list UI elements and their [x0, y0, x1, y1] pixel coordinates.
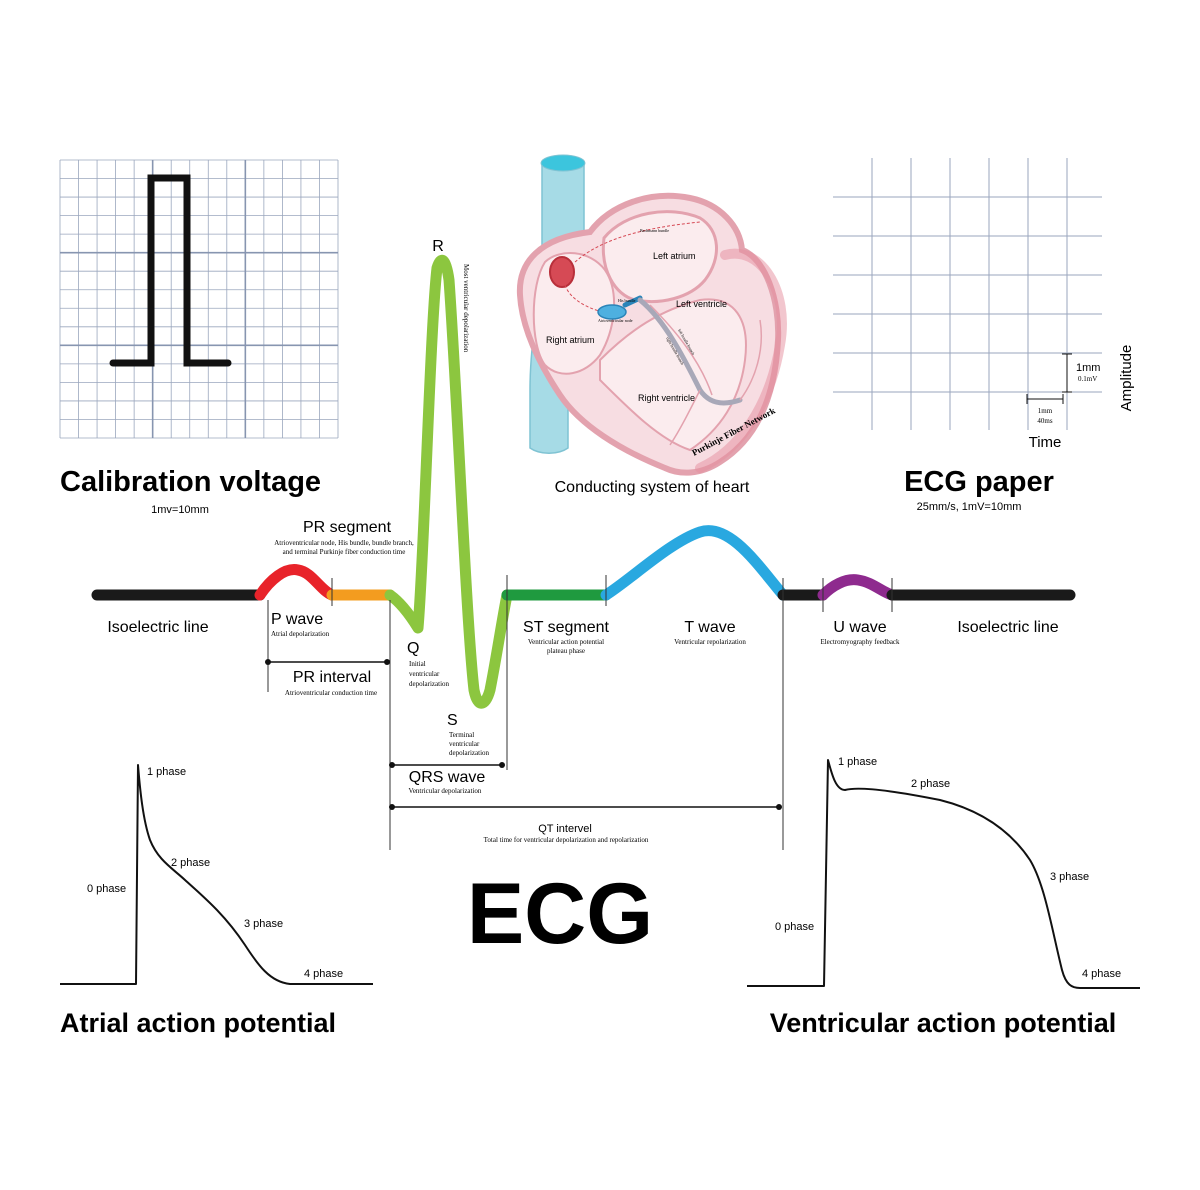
pr-interval-desc: Atrioventricular conduction time — [285, 689, 377, 697]
u-wave-title: U wave — [833, 619, 886, 636]
vena-cava-opening — [540, 154, 586, 172]
time-marker — [1026, 394, 1064, 404]
pr-interval-bracket — [265, 659, 390, 665]
ecg-main-title: ECG — [467, 866, 653, 962]
q-desc-2: ventricular — [409, 670, 440, 678]
t-wave-desc: Ventricular repolarization — [674, 638, 746, 646]
s-desc-1: Terminal — [449, 731, 474, 739]
heart-illustration: Left atrium Left ventricle Right atrium … — [516, 154, 787, 476]
left-atrium-chamber — [601, 210, 718, 304]
ecg-paper-grid: 1mm 0.1mV 1mm 40ms Time Amplitude — [833, 158, 1135, 451]
bundle-branches — [637, 297, 743, 406]
st-segment-desc-2: plateau phase — [547, 647, 585, 655]
p-wave-curve — [254, 564, 338, 601]
label-bachmann: Bachmann bundle — [640, 228, 669, 233]
left-ventricle-wall — [695, 248, 787, 473]
av-node — [597, 304, 627, 320]
atrial-title: Atrial action potential — [60, 1008, 336, 1038]
ecg-paper-title: ECG paper — [904, 466, 1054, 498]
ventricular-phase-3: 3 phase — [1050, 871, 1089, 883]
his-bundle — [622, 295, 643, 308]
r-desc: Most ventricular depolarization — [462, 264, 470, 353]
st-segment-title: ST segment — [523, 619, 610, 636]
calibration-grid — [59, 159, 339, 439]
amplitude-mm: 1mm — [1076, 362, 1100, 374]
ventricular-phase-4: 4 phase — [1082, 968, 1121, 980]
pr-segment-desc-2: and terminal Purkinje fiber conduction t… — [283, 548, 406, 556]
ventricular-phase-1: 1 phase — [838, 756, 877, 768]
atrial-phase-3: 3 phase — [244, 918, 283, 930]
segment-dividers — [267, 575, 893, 850]
pr-segment-title: PR segment — [303, 519, 392, 536]
r-label: R — [432, 238, 444, 255]
ventricle-chamber — [599, 298, 747, 452]
t-wave-curve — [600, 525, 789, 601]
s-desc-3: depolarization — [449, 749, 490, 757]
pr-interval-title: PR interval — [293, 669, 371, 686]
calibration-pulse — [109, 174, 232, 367]
s-label: S — [447, 712, 458, 729]
q-label: Q — [407, 640, 419, 657]
atrial-phase-1: 1 phase — [147, 766, 186, 778]
time-ms: 40ms — [1037, 417, 1052, 425]
sa-node — [549, 256, 575, 288]
time-axis-label: Time — [1029, 434, 1062, 451]
ventricular-title: Ventricular action potential — [770, 1008, 1117, 1038]
purkinje-lines — [649, 304, 763, 446]
label-av-node: Atrioventricular node — [598, 318, 633, 323]
amplitude-axis-label: Amplitude — [1118, 345, 1135, 412]
ventricular-phase-2: 2 phase — [911, 778, 950, 790]
st-segment-desc-1: Ventricular action potential — [528, 638, 604, 646]
qrs-desc: Ventricular depolarization — [409, 787, 482, 795]
atrial-phase-4: 4 phase — [304, 968, 343, 980]
atrial-ap-curve — [60, 764, 373, 985]
p-wave-title: P wave — [271, 611, 323, 628]
amplitude-marker — [1062, 353, 1072, 393]
time-mm: 1mm — [1038, 407, 1053, 415]
label-right-atrium: Right atrium — [546, 335, 595, 345]
p-wave-desc: Atrial depolarization — [271, 630, 330, 638]
calibration-subtitle: 1mv=10mm — [151, 504, 209, 516]
ventricular-ap-curve — [747, 759, 1140, 989]
qt-bracket — [389, 804, 782, 810]
ventricular-phase-0: 0 phase — [775, 921, 814, 933]
qrs-title: QRS wave — [409, 769, 486, 786]
ecg-trace — [91, 254, 1076, 709]
ecg-paper-subtitle: 25mm/s, 1mV=10mm — [917, 501, 1022, 513]
t-wave-title: T wave — [684, 619, 735, 636]
label-right-ventricle: Right ventricle — [638, 393, 695, 403]
q-desc-1: Initial — [409, 660, 426, 668]
calibration-title: Calibration voltage — [60, 466, 321, 498]
qrs-complex-curve — [384, 254, 513, 709]
u-wave-desc: Electromyography feedback — [820, 638, 900, 646]
isoelectric-right-label: Isoelectric line — [957, 619, 1058, 636]
qrs-bracket — [389, 762, 505, 768]
label-his: His bundle — [618, 298, 636, 303]
bachmann-bundle-path — [574, 221, 701, 263]
s-desc-2: ventricular — [449, 740, 480, 748]
q-desc-3: depolarization — [409, 680, 450, 688]
qt-title: QT intervel — [538, 823, 592, 835]
isoelectric-left-label: Isoelectric line — [107, 619, 208, 636]
internodal-path — [564, 284, 609, 314]
amplitude-mv: 0.1mV — [1078, 375, 1097, 383]
qt-desc: Total time for ventricular depolarizatio… — [484, 836, 649, 844]
heart-caption: Conducting system of heart — [555, 479, 750, 496]
atrial-phase-0: 0 phase — [87, 883, 126, 895]
u-wave-curve — [817, 574, 898, 601]
label-left-atrium: Left atrium — [653, 251, 696, 261]
atrial-phase-2: 2 phase — [171, 857, 210, 869]
label-left-ventricle: Left ventricle — [676, 299, 727, 309]
pr-segment-desc-1: Atrioventricular node, His bundle, bundl… — [274, 539, 414, 547]
